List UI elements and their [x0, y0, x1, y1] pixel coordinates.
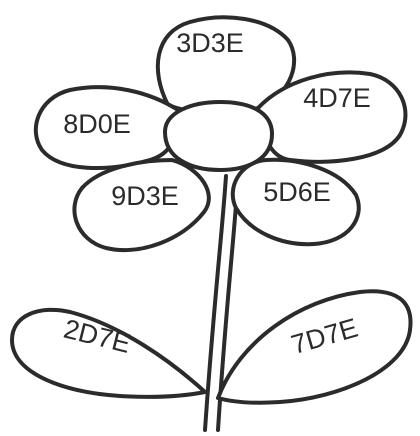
petal-top-label: 3D3E	[176, 28, 244, 58]
petal-upper-right	[256, 70, 408, 164]
petal-lower-left-label: 9D3E	[111, 181, 179, 211]
petal-upper-right-label: 4D7E	[303, 83, 371, 113]
leaf-right	[216, 289, 413, 405]
petal-lower-right-label: 5D6E	[263, 177, 331, 207]
flower-center	[163, 100, 274, 172]
stem	[203, 174, 228, 432]
petal-upper-left-label: 8D0E	[63, 109, 131, 139]
petal-upper-left	[33, 85, 180, 170]
petal-lower-right	[230, 157, 361, 247]
petal-lower-left	[72, 158, 211, 253]
leaf-left	[10, 307, 207, 399]
